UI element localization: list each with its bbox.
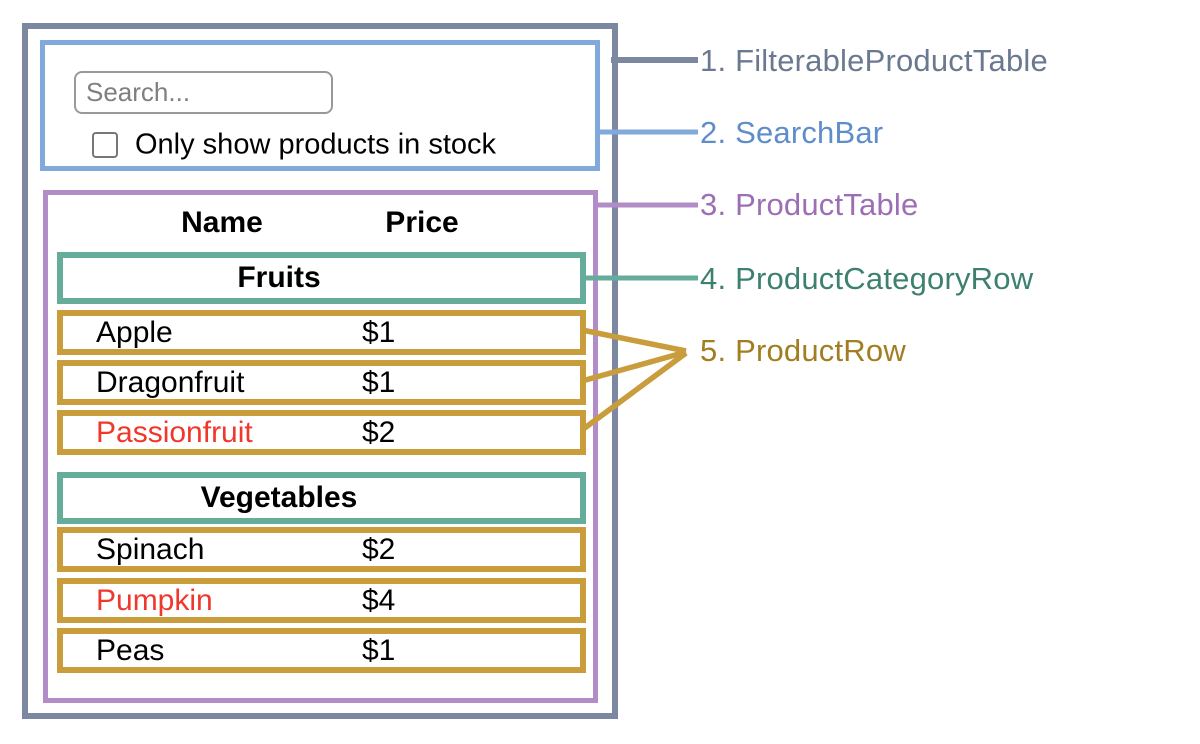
in-stock-checkbox-label: Only show products in stock (135, 128, 497, 161)
product-price: $1 (362, 633, 396, 667)
annotation-product-category-row: 4. ProductCategoryRow (700, 261, 1034, 296)
product-price: $1 (362, 365, 396, 399)
category-row-vegetables: Vegetables (57, 472, 586, 524)
search-input[interactable] (74, 71, 333, 114)
search-bar-box (40, 40, 600, 171)
product-price: $4 (362, 583, 396, 617)
product-row: Peas $1 (57, 628, 586, 673)
product-name: Passionfruit (96, 415, 253, 449)
product-price: $2 (362, 532, 396, 566)
product-row: Dragonfruit $1 (57, 360, 586, 405)
product-row: Apple $1 (57, 310, 586, 355)
annotation-search-bar: 2. SearchBar (700, 115, 884, 150)
product-price: $1 (362, 315, 396, 349)
product-name: Apple (96, 315, 173, 349)
annotation-product-row: 5. ProductRow (700, 333, 906, 368)
category-row-fruits: Fruits (57, 252, 586, 304)
annotation-product-table: 3. ProductTable (700, 187, 919, 222)
product-name: Dragonfruit (96, 365, 245, 399)
category-label: Fruits (237, 261, 321, 294)
category-label: Vegetables (200, 481, 358, 514)
product-row: Passionfruit $2 (57, 410, 586, 455)
column-header-price: Price (385, 206, 459, 239)
in-stock-checkbox[interactable] (92, 132, 118, 158)
product-table-box (43, 190, 598, 703)
annotation-filterable-product-table: 1. FilterableProductTable (700, 43, 1048, 78)
product-name: Spinach (96, 532, 205, 566)
product-price: $2 (362, 415, 396, 449)
product-name: Peas (96, 633, 165, 667)
product-row: Pumpkin $4 (57, 578, 586, 623)
column-header-name: Name (181, 206, 263, 239)
product-row: Spinach $2 (57, 527, 586, 572)
product-name: Pumpkin (96, 583, 213, 617)
